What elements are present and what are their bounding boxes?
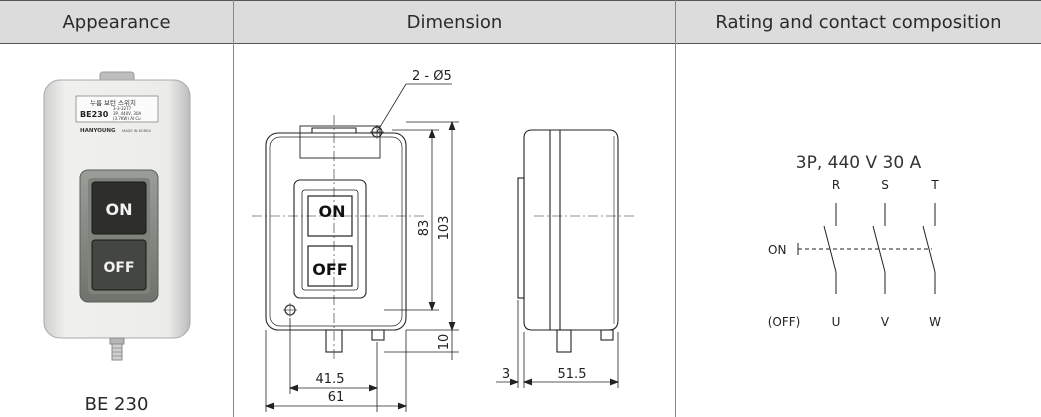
switch-photo: 누름 보턴 스위치 BE230 3-3-3277 3P, 440V, 30A (…	[43, 71, 191, 361]
front-view	[252, 115, 426, 360]
rating-summary: 3P, 440 V 30 A	[795, 153, 922, 173]
drawing-off-label: OFF	[312, 260, 347, 279]
dimension-drawing: ON OFF 2 - Ø5 83 103	[252, 69, 634, 412]
hole-callout: 2 - Ø5	[412, 69, 452, 84]
terminal-t: T	[930, 178, 939, 192]
dim-61: 61	[328, 390, 345, 405]
model-caption: BE 230	[84, 394, 149, 415]
dimension-column: Dimension	[234, 0, 675, 417]
label-rating-2: (3.7KW) AI Cu	[113, 116, 141, 121]
terminal-v: V	[881, 315, 890, 329]
terminal-s: S	[881, 178, 889, 192]
photo-off-button-label: OFF	[103, 260, 134, 276]
brand-logo: HANYOUNG	[80, 128, 116, 134]
side-view	[517, 129, 634, 353]
label-title: 누름 보턴 스위치	[90, 98, 136, 107]
label-model: BE230	[80, 110, 109, 119]
label-rating-1: 3P, 440V, 30A	[113, 111, 142, 116]
dimension-header: Dimension	[234, 0, 675, 44]
dim-10: 10	[437, 334, 452, 351]
dim-83: 83	[417, 220, 432, 237]
rating-header: Rating and contact composition	[676, 0, 1041, 44]
terminal-r: R	[832, 178, 840, 192]
dim-3: 3	[502, 367, 510, 382]
dim-41-5: 41.5	[316, 372, 345, 387]
terminal-u: U	[832, 315, 841, 329]
dim-51-5: 51.5	[558, 367, 587, 382]
made-in-text: MADE IN KOREA	[122, 129, 151, 133]
rating-column: Rating and contact composition 3P, 440 V…	[676, 0, 1041, 417]
dim-103: 103	[437, 216, 452, 241]
column-divider	[675, 0, 676, 417]
drawing-on-label: ON	[319, 202, 346, 221]
terminal-w: W	[929, 315, 941, 329]
appearance-header: Appearance	[0, 0, 233, 44]
off-label: (OFF)	[768, 315, 801, 329]
photo-on-button-label: ON	[106, 200, 133, 219]
on-label: ON	[768, 243, 786, 257]
contact-diagram: R S T ON (OFF) U V W	[768, 178, 941, 329]
label-spec: 3-3-3277	[113, 106, 132, 111]
column-divider	[233, 0, 234, 417]
appearance-column: Appearance 누름 보턴 스위치 BE23	[0, 0, 233, 417]
